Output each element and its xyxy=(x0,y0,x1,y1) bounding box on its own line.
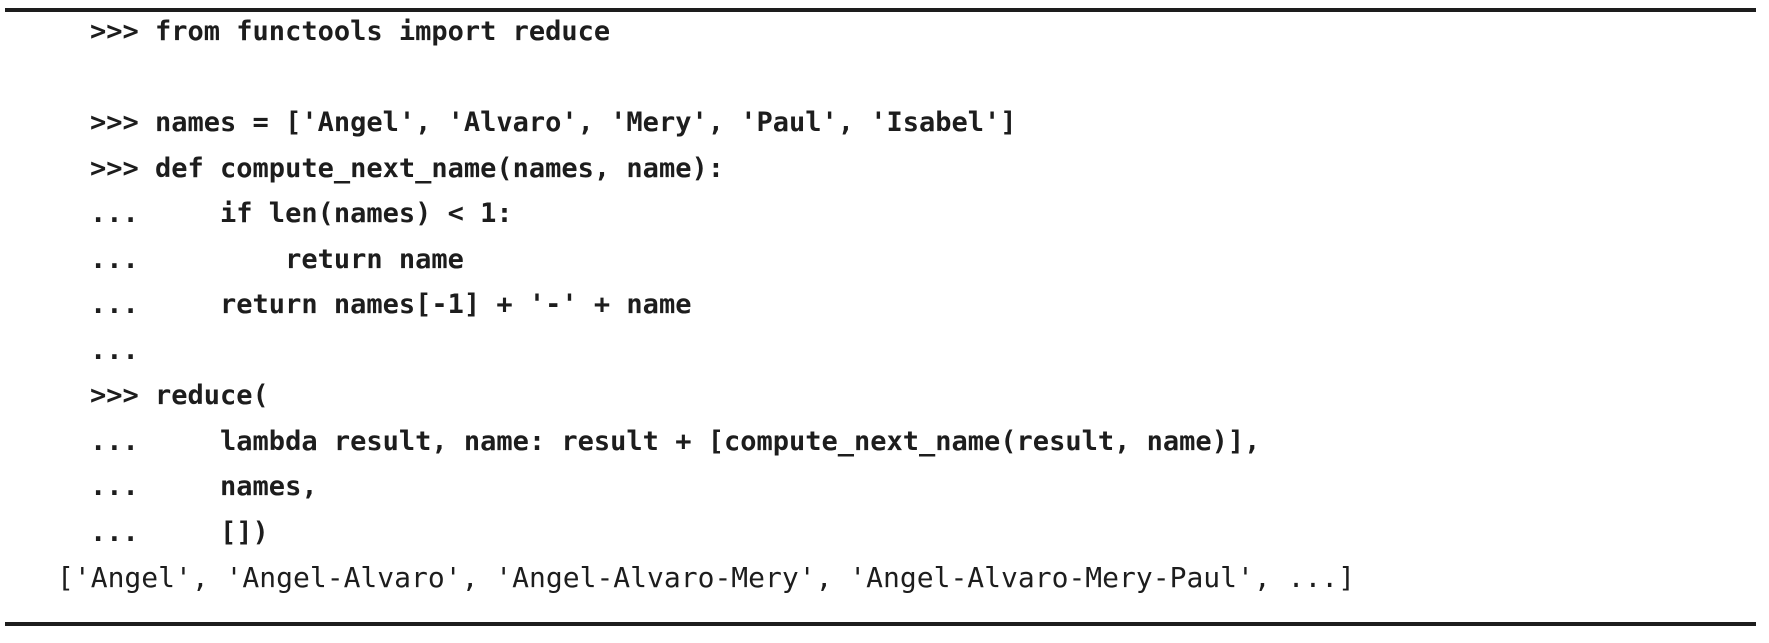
code-line-output: ['Angel', 'Angel-Alvaro', 'Angel-Alvaro-… xyxy=(57,561,1356,594)
code-line-return-concat: ... return names[-1] + '-' + name xyxy=(90,289,692,320)
code-line-reduce-call: >>> reduce( xyxy=(90,380,269,411)
code-line-if: ... if len(names) < 1: xyxy=(90,198,513,229)
python-repl-listing: >>> from functools import reduce >>> nam… xyxy=(0,9,1769,601)
code-line-return-name: ... return name xyxy=(90,243,464,275)
code-line-init-arg: ... []) xyxy=(90,516,269,548)
bottom-rule xyxy=(5,622,1756,626)
top-rule xyxy=(5,8,1756,12)
code-line-names-arg: ... names, xyxy=(90,471,318,502)
code-line-blank xyxy=(0,55,1769,101)
code-line-names-assign: >>> names = ['Angel', 'Alvaro', 'Mery', … xyxy=(90,107,1017,138)
code-line-import: >>> from functools import reduce xyxy=(90,16,611,47)
code-line-continuation: ... xyxy=(90,334,139,366)
code-line-def: >>> def compute_next_name(names, name): xyxy=(90,152,724,184)
code-line-lambda: ... lambda result, name: result + [compu… xyxy=(90,425,1261,457)
